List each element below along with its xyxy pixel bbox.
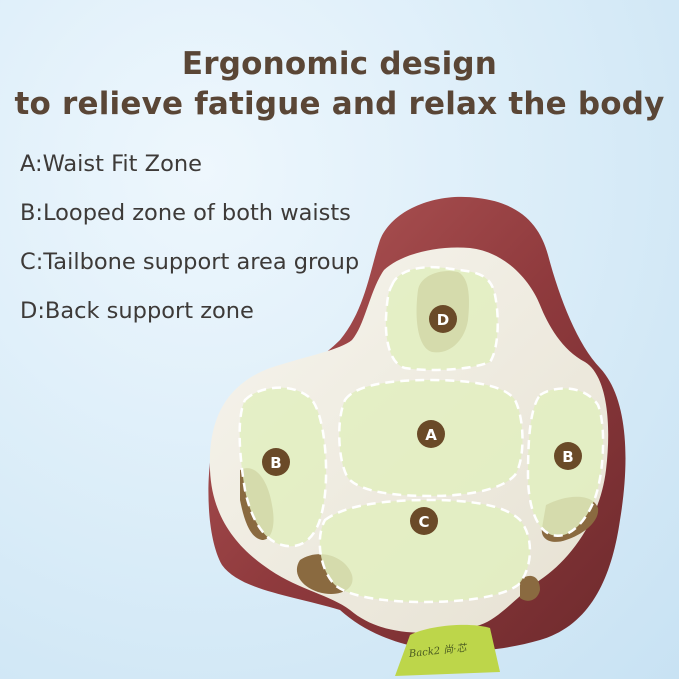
headline-line-2: to relieve fatigue and relax the body [14,86,665,122]
zone-d-label: D:Back support zone [20,298,254,324]
zone-c-label: C:Tailbone support area group [20,249,360,275]
marker-a-text: A [425,426,437,444]
headline-line-1: Ergonomic design [181,46,498,82]
zone-c-right-shade [520,575,540,601]
zone-a-label: A:Waist Fit Zone [20,151,202,177]
marker-b-left: B [262,448,290,476]
zone-b-label: B:Looped zone of both waists [20,200,351,226]
marker-c-text: C [418,513,429,531]
zone-legend: A:Waist Fit Zone B:Looped zone of both w… [20,150,359,346]
marker-d-text: D [437,311,449,329]
brand-tag [395,624,500,676]
marker-d: D [429,305,457,333]
marker-a: A [417,420,445,448]
marker-b-left-text: B [270,454,281,472]
marker-b-right: B [554,442,582,470]
marker-b-right-text: B [562,448,573,466]
marker-c: C [410,507,438,535]
zone-c-area [318,498,532,604]
